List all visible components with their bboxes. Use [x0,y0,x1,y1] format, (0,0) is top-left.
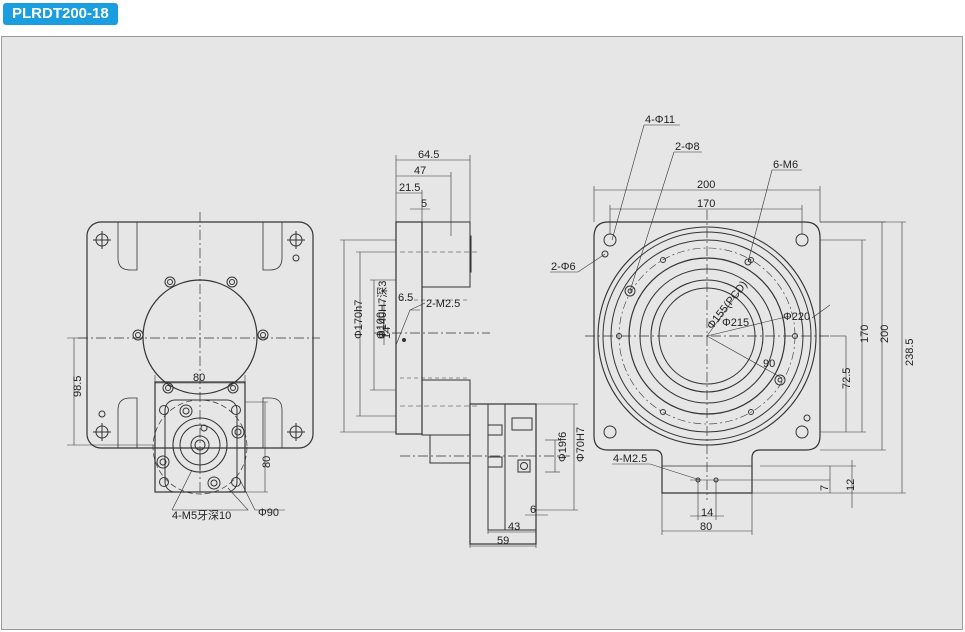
front-view [67,212,320,511]
front-dim-98-5: 98.5 [72,376,84,397]
top-dim-238-5: 238.5 [904,338,916,366]
top-dim-200-right: 200 [879,325,891,343]
side-dim-phi140h7: Φ140H7深3 [376,281,389,339]
side-dim-phi70h7: Φ70H7 [575,427,587,462]
top-dim-72-5: 72.5 [841,368,853,389]
front-flange-screws [156,404,245,490]
top-dim-90: 90 [763,358,775,370]
side-dim-6-5: 6.5 [398,292,413,304]
top-corner-holes [601,233,811,439]
side-dim-phi100: Φ100 [375,312,387,339]
side-dim-43: 43 [508,521,520,533]
top-dim-200: 200 [697,179,715,191]
top-callout-4phi11: 4-Φ11 [645,114,675,126]
top-dim-170-right: 170 [859,325,871,343]
side-view [340,155,578,548]
top-view [550,124,906,535]
top-dim-14: 14 [701,507,713,519]
top-dim-phi220: Φ220 [783,311,810,323]
side-dim-21-5: 21.5 [399,182,420,194]
side-dim-5: 5 [421,198,427,210]
side-dim-phi19f6: Φ19f6 [557,432,569,462]
top-dim-7: 7 [819,485,831,491]
side-dim-phi170h7: Φ170h7 [353,300,365,339]
top-dim-12: 12 [845,479,857,491]
side-callout-2m25: 2-M2.5 [426,298,460,310]
side-motor-flange [469,403,537,545]
side-dim-59: 59 [497,535,509,547]
side-dim-6: 6 [530,504,536,516]
top-pcd-holes [616,257,798,415]
model-badge: PLRDT200-18 [3,3,118,25]
top-callout-2phi6: 2-Φ6 [551,261,576,273]
front-corner-holes [93,231,305,441]
side-dim-64-5: 64.5 [418,149,439,161]
top-dim-phi215: Φ215 [722,317,749,329]
top-callout-4m25: 4-M2.5 [613,453,647,465]
front-callout-phi90: Φ90 [258,507,279,519]
top-callout-6m6: 6-M6 [773,159,798,171]
front-dim-80-v: 80 [261,456,273,468]
side-body [395,221,423,435]
side-dim-47: 47 [414,165,426,177]
top-dim-170: 170 [697,198,715,210]
front-callout-thread: 4-M5牙深10 [172,509,231,522]
top-callout-2phi8: 2-Φ8 [675,141,700,153]
front-dim-80-h: 80 [193,372,205,384]
top-dim-80: 80 [700,521,712,533]
side-dim-14: 14 [381,327,393,339]
